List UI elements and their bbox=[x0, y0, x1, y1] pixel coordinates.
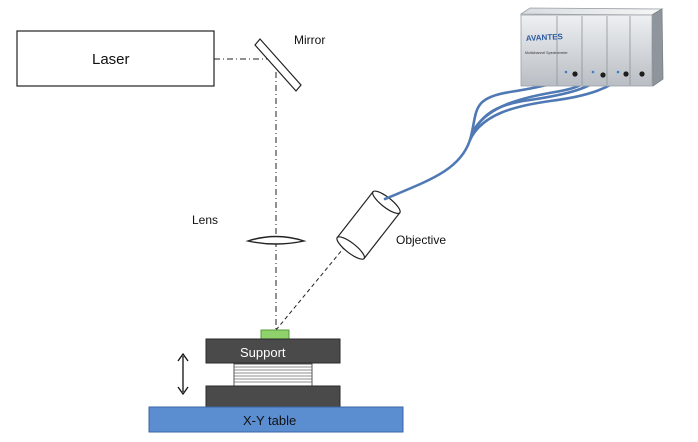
spectrometer-model: Multichannel Spectrometer bbox=[525, 51, 569, 55]
spectrometer-port-4 bbox=[639, 71, 645, 77]
spectrometer-port-2 bbox=[600, 72, 606, 78]
support-bottom-plate bbox=[205, 385, 341, 408]
lens: Lens bbox=[192, 213, 307, 245]
spectrometer-brand: AVANTES bbox=[526, 32, 564, 43]
laser-label: Laser bbox=[92, 51, 130, 68]
collection-path bbox=[275, 243, 348, 331]
spectrometer-top bbox=[519, 7, 664, 16]
laser: Laser bbox=[16, 30, 215, 87]
support-label: Support bbox=[240, 345, 286, 360]
xy-table-label: X-Y table bbox=[243, 413, 296, 428]
sample bbox=[260, 329, 290, 340]
spectrometer-port-3 bbox=[623, 71, 629, 77]
spectrometer: AVANTES Multichannel Spectrometer bbox=[519, 7, 664, 87]
mirror: Mirror bbox=[254, 33, 325, 92]
laser-box bbox=[16, 30, 215, 87]
objective: Objective bbox=[336, 190, 446, 260]
objective-front-cap bbox=[336, 236, 366, 260]
lens-label: Lens bbox=[192, 213, 218, 227]
spectrometer-port-1 bbox=[572, 71, 578, 77]
lens-shape bbox=[245, 235, 307, 245]
spectrometer-side bbox=[651, 8, 664, 87]
spacer-stack bbox=[233, 363, 313, 387]
xy-table-plate bbox=[148, 406, 404, 433]
mirror-plate bbox=[254, 38, 302, 92]
xy-table: X-Y table bbox=[148, 406, 404, 433]
vertical-adjust-arrow-icon bbox=[177, 352, 189, 396]
optical-fibers bbox=[383, 70, 628, 201]
support-top-plate bbox=[205, 338, 341, 364]
support: Support bbox=[205, 338, 341, 364]
mirror-label: Mirror bbox=[294, 33, 325, 47]
objective-label: Objective bbox=[396, 233, 446, 247]
